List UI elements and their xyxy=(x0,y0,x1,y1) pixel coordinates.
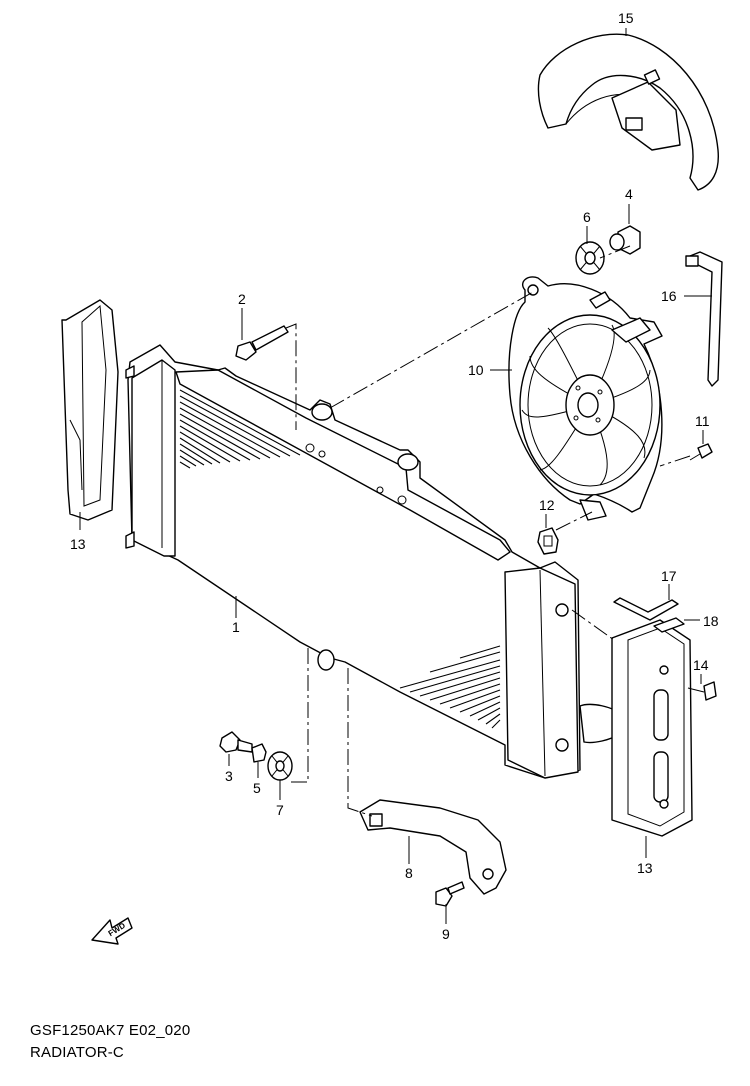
callout-9: 9 xyxy=(442,926,450,942)
callout-3: 3 xyxy=(225,768,233,784)
callout-6: 6 xyxy=(583,209,591,225)
grommet-part-7 xyxy=(267,751,293,781)
callout-labels: 15 4 6 16 2 10 11 12 13 17 18 1 14 3 5 7… xyxy=(70,10,719,942)
diagram-code: GSF1250AK7 E02_020 xyxy=(30,1022,191,1039)
clip-part-16 xyxy=(685,251,723,387)
cooling-fan-part-10 xyxy=(508,276,663,521)
bolt-part-3 xyxy=(219,731,253,753)
callout-13-left: 13 xyxy=(70,536,86,552)
pin-part-17 xyxy=(613,597,679,621)
callout-5: 5 xyxy=(253,780,261,796)
bolt-part-2 xyxy=(235,325,289,361)
screw-part-14 xyxy=(687,681,717,701)
collar-part-5 xyxy=(251,743,267,763)
diagram-title: RADIATOR-C xyxy=(30,1044,124,1061)
callout-14: 14 xyxy=(693,657,709,673)
leader-lines xyxy=(79,28,712,924)
callout-11: 11 xyxy=(695,413,710,429)
radiator-fins-left xyxy=(179,389,301,469)
alignment-lines xyxy=(285,245,691,817)
callout-1: 1 xyxy=(232,619,240,635)
callout-7: 7 xyxy=(276,802,284,818)
fan-shroud-cover-part-15 xyxy=(537,33,719,191)
bolt-part-11 xyxy=(689,443,713,461)
radiator-part-1 xyxy=(125,344,623,779)
callout-4: 4 xyxy=(625,186,633,202)
callout-18: 18 xyxy=(703,613,719,629)
callout-8: 8 xyxy=(405,865,413,881)
lower-bracket-part-8 xyxy=(359,799,507,895)
side-cover-right-part-13 xyxy=(611,619,693,837)
bolt-part-9 xyxy=(435,881,465,907)
callout-15: 15 xyxy=(618,10,634,26)
pad-part-18 xyxy=(653,617,685,633)
callout-2: 2 xyxy=(238,291,246,307)
callout-10: 10 xyxy=(468,362,484,378)
fwd-direction-arrow: FWD xyxy=(91,917,133,945)
callout-12: 12 xyxy=(539,497,555,513)
rubber-mount-part-4 xyxy=(609,225,641,255)
nut-part-12 xyxy=(537,527,559,555)
side-cover-left-part-13 xyxy=(61,299,119,521)
callout-13-right: 13 xyxy=(637,860,653,876)
callout-16: 16 xyxy=(661,288,677,304)
callout-17: 17 xyxy=(661,568,677,584)
grommet-part-6 xyxy=(575,241,605,275)
radiator-fins-right xyxy=(399,645,501,729)
